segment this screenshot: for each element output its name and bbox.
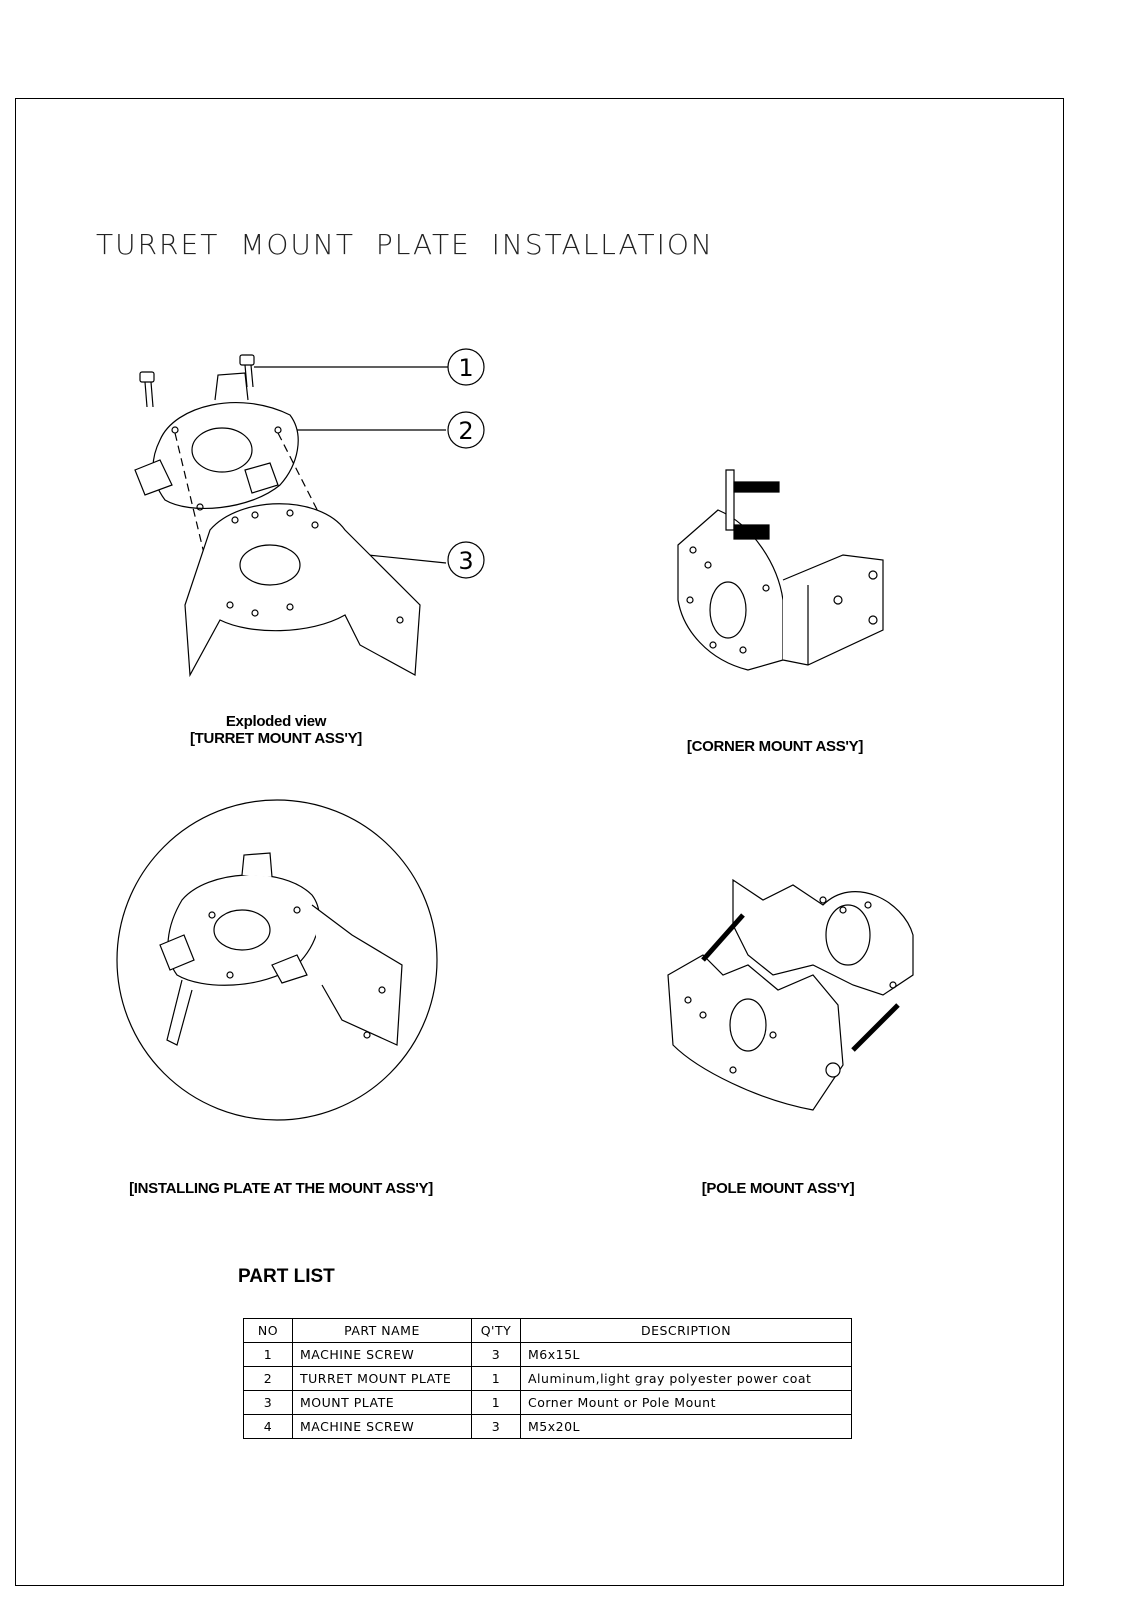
cell-no: 2	[243, 1366, 293, 1391]
callout-3-label: 3	[458, 547, 473, 575]
pole-mount-drawing	[663, 865, 918, 1115]
column-header-qty: Q'TY	[471, 1318, 521, 1343]
cell-part-name: MACHINE SCREW	[292, 1342, 472, 1367]
cell-no: 3	[243, 1390, 293, 1415]
page-title: TURRET MOUNT PLATE INSTALLATION	[96, 228, 714, 261]
caption-pole: [POLE MOUNT ASS'Y]	[701, 1180, 855, 1197]
cell-no: 4	[243, 1414, 293, 1439]
cell-description: Aluminum,light gray polyester power coat	[520, 1366, 852, 1391]
table-row: 3 MOUNT PLATE 1 Corner Mount or Pole Mou…	[243, 1390, 852, 1415]
corner-mount-drawing	[668, 470, 893, 670]
part-list-table: NO PART NAME Q'TY DESCRIPTION 1 MACHINE …	[243, 1318, 852, 1439]
cell-qty: 1	[471, 1366, 521, 1391]
caption-installing: [INSTALLING PLATE AT THE MOUNT ASS'Y]	[129, 1180, 433, 1197]
cell-part-name: TURRET MOUNT PLATE	[292, 1366, 472, 1391]
cell-no: 1	[243, 1342, 293, 1367]
callout-2: 2	[448, 412, 484, 448]
table-row: 2 TURRET MOUNT PLATE 1 Aluminum,light gr…	[243, 1366, 852, 1391]
part-list-heading: PART LIST	[238, 1266, 335, 1287]
exploded-view-drawing: 1 2 3	[130, 345, 500, 690]
detail-circle	[117, 800, 437, 1120]
table-header-row: NO PART NAME Q'TY DESCRIPTION	[243, 1318, 852, 1343]
callout-2-label: 2	[458, 417, 473, 445]
cell-qty: 1	[471, 1390, 521, 1415]
column-header-no: NO	[243, 1318, 293, 1343]
cell-description: Corner Mount or Pole Mount	[520, 1390, 852, 1415]
cell-part-name: MOUNT PLATE	[292, 1390, 472, 1415]
caption-corner: [CORNER MOUNT ASS'Y]	[686, 738, 864, 755]
column-header-description: DESCRIPTION	[520, 1318, 852, 1343]
column-header-part-name: PART NAME	[292, 1318, 472, 1343]
turret-mount-plate	[135, 373, 298, 510]
screw-1	[140, 372, 154, 407]
caption-exploded-line2: [TURRET MOUNT ASS'Y]	[189, 730, 362, 747]
callout-1-label: 1	[458, 354, 473, 382]
cell-qty: 3	[471, 1342, 521, 1367]
drawing-frame	[15, 98, 1064, 1586]
callout-1: 1	[448, 349, 484, 385]
caption-exploded-line1: Exploded view	[225, 713, 327, 730]
mount-plate	[185, 504, 420, 675]
table-row: 4 MACHINE SCREW 3 M5x20L	[243, 1414, 852, 1439]
cell-description: M6x15L	[520, 1342, 852, 1367]
table-row: 1 MACHINE SCREW 3 M6x15L	[243, 1342, 852, 1367]
cell-part-name: MACHINE SCREW	[292, 1414, 472, 1439]
installing-plate-drawing	[112, 815, 442, 1105]
callout-3: 3	[448, 542, 484, 578]
cell-description: M5x20L	[520, 1414, 852, 1439]
cell-qty: 3	[471, 1414, 521, 1439]
